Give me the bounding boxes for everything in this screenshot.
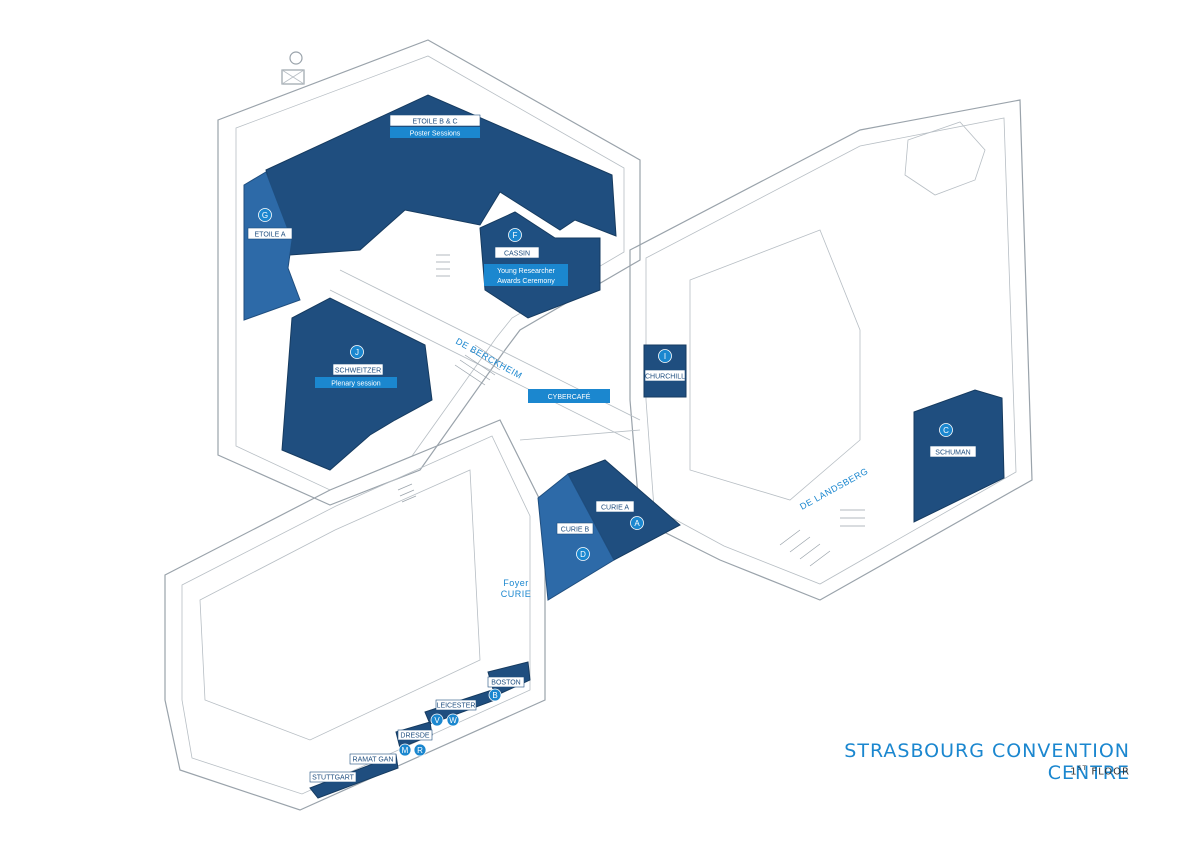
room-dresde-label: DRESDE xyxy=(400,733,430,740)
room-cassin-badge: F xyxy=(513,231,518,240)
area-foyer-label-2: CURIE xyxy=(501,589,532,599)
map-title: STRASBOURG CONVENTION CENTRE xyxy=(844,740,1130,784)
room-curie-b[interactable]: D CURIE B xyxy=(537,473,615,601)
floor-word: FLOOR xyxy=(1091,766,1130,778)
room-schuman-label: SCHUMAN xyxy=(935,450,970,457)
room-leicester-label: LEICESTER xyxy=(437,703,476,710)
room-etoile-bc-label: ETOILE B & C xyxy=(413,119,458,126)
room-dresde-badge-m: M xyxy=(402,746,409,755)
room-leicester[interactable]: LEICESTER V W xyxy=(430,699,477,727)
room-cassin-note-1: Young Researcher xyxy=(497,268,555,275)
area-cybercafe[interactable]: CYBERCAFÉ xyxy=(528,389,610,403)
room-churchill-label: CHURCHILL xyxy=(645,374,685,381)
room-churchill[interactable]: I CHURCHILL xyxy=(643,344,687,398)
floor-indicator: 1ST FLOOR xyxy=(900,765,1130,777)
room-schweitzer[interactable]: J SCHWEITZER Plenary session xyxy=(281,297,433,471)
room-leicester-badge-v: V xyxy=(434,716,440,725)
building-walls xyxy=(164,39,1033,811)
room-cassin[interactable]: F CASSIN Young Researcher Awards Ceremon… xyxy=(479,211,601,319)
area-foyer-label-1: Foyer xyxy=(503,578,529,588)
room-schuman-badge: C xyxy=(943,426,949,435)
room-schuman[interactable]: C SCHUMAN xyxy=(913,389,1005,523)
room-schweitzer-label: SCHWEITZER xyxy=(335,368,381,375)
room-churchill-badge: I xyxy=(664,352,666,361)
room-stuttgart[interactable]: STUTTGART xyxy=(309,771,357,783)
stairs xyxy=(397,254,865,567)
area-de-landsberg: DE LANDSBERG xyxy=(798,466,870,512)
room-ramat-gan[interactable]: RAMAT GAN xyxy=(349,753,397,765)
room-etoile-a-label: ETOILE A xyxy=(255,232,286,239)
room-schweitzer-badge: J xyxy=(355,348,359,357)
room-curie-a[interactable]: A CURIE A xyxy=(567,459,681,561)
room-curie-a-label: CURIE A xyxy=(601,505,629,512)
room-dresde[interactable]: DRESDE M R xyxy=(397,729,433,757)
area-cybercafe-label: CYBERCAFÉ xyxy=(548,392,591,401)
room-boston-badge: B xyxy=(492,691,497,700)
area-foyer-curie: Foyer CURIE xyxy=(501,578,532,599)
room-cassin-label: CASSIN xyxy=(504,251,530,258)
area-de-berckheim: DE BERCKHEIM xyxy=(454,336,524,381)
room-ramat-gan-label: RAMAT GAN xyxy=(353,757,394,764)
elevator-icon xyxy=(281,51,305,85)
room-curie-b-badge: D xyxy=(580,550,586,559)
room-leicester-badge-w: W xyxy=(449,716,457,725)
floor-suffix: ST xyxy=(1077,765,1088,772)
floor-number: 1 xyxy=(1070,766,1078,778)
room-boston[interactable]: BOSTON B xyxy=(487,676,525,702)
room-cassin-note-2: Awards Ceremony xyxy=(497,278,555,285)
room-curie-b-label: CURIE B xyxy=(561,527,590,534)
room-schweitzer-note: Plenary session xyxy=(331,381,381,388)
room-etoile-a-badge: G xyxy=(262,211,268,220)
room-etoile-bc[interactable]: ETOILE B & C Poster Sessions xyxy=(265,94,617,256)
room-etoile-a[interactable]: G ETOILE A xyxy=(243,171,301,321)
room-boston-label: BOSTON xyxy=(491,680,520,687)
room-stuttgart-label: STUTTGART xyxy=(312,775,355,782)
room-etoile-bc-note: Poster Sessions xyxy=(410,131,461,138)
room-dresde-badge-r: R xyxy=(417,746,423,755)
room-curie-a-badge: A xyxy=(634,519,640,528)
